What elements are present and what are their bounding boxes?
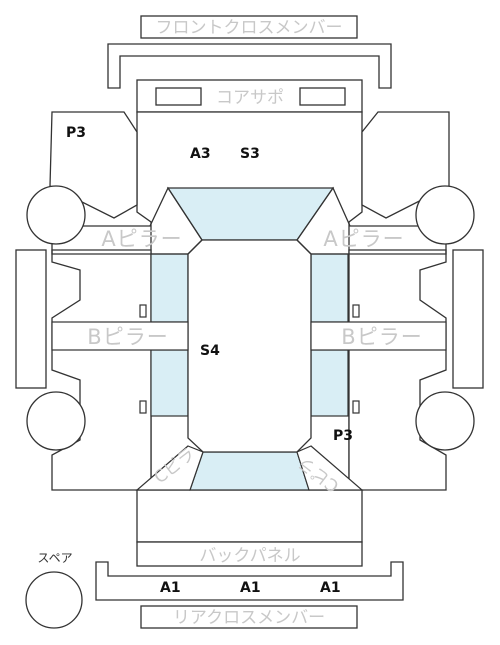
mark-a1-right: A1 bbox=[320, 580, 341, 596]
door-handle-right-front bbox=[352, 304, 360, 318]
core-support-label: コアサポ bbox=[216, 88, 284, 108]
left-rear-window bbox=[150, 349, 189, 417]
mark-p3-front-left: P3 bbox=[66, 125, 86, 141]
rear-right-wheel bbox=[415, 391, 475, 451]
c-pillar-left-shape bbox=[135, 445, 204, 491]
mark-p3-rear-right: P3 bbox=[333, 428, 353, 444]
rear-left-wheel bbox=[26, 391, 86, 451]
b-pillar-right-bar bbox=[310, 321, 447, 351]
mark-s4: S4 bbox=[200, 343, 220, 359]
front-bumper-frame bbox=[107, 43, 392, 89]
front-right-wheel bbox=[415, 185, 475, 245]
mark-a1-center: A1 bbox=[240, 580, 261, 596]
core-support-left-slot bbox=[155, 87, 202, 106]
a-pillar-right-label: Aピラー bbox=[323, 227, 404, 251]
left-door-panel bbox=[15, 249, 47, 389]
left-front-window bbox=[150, 253, 189, 323]
front-left-wheel bbox=[26, 185, 86, 245]
door-handle-left-front bbox=[139, 304, 147, 318]
rear-cross-member-box bbox=[140, 605, 358, 629]
right-rear-window bbox=[310, 349, 349, 417]
front-cross-member-box bbox=[140, 15, 358, 39]
a-pillar-left-shape bbox=[51, 186, 203, 255]
b-pillar-right-label: Bピラー bbox=[341, 325, 422, 349]
right-side-body bbox=[348, 249, 447, 491]
mark-s3: S3 bbox=[240, 146, 260, 162]
rear-cross-member-label: リアクロスメンバー bbox=[173, 608, 325, 628]
rear-body-box bbox=[136, 489, 363, 543]
core-support-box bbox=[136, 79, 363, 113]
b-pillar-left-label: Bピラー bbox=[87, 325, 168, 349]
rear-window bbox=[189, 451, 310, 491]
b-pillar-left-bar bbox=[51, 321, 189, 351]
a-pillar-left-label: Aピラー bbox=[101, 227, 182, 251]
right-door-panel bbox=[452, 249, 484, 389]
left-side-body bbox=[51, 249, 152, 491]
rear-bumper-frame bbox=[95, 561, 404, 601]
door-handle-right-rear bbox=[352, 400, 360, 414]
back-panel-label: バックパネル bbox=[199, 546, 300, 566]
c-pillar-right-shape bbox=[296, 445, 364, 491]
door-handle-left-rear bbox=[139, 400, 147, 414]
spare-tire bbox=[25, 571, 83, 629]
front-cross-member-label: フロントクロスメンバー bbox=[156, 18, 343, 38]
core-support-right-slot bbox=[299, 87, 346, 106]
right-front-window bbox=[310, 253, 349, 323]
mark-a1-left: A1 bbox=[160, 580, 181, 596]
a-pillar-right-shape bbox=[296, 186, 447, 255]
back-panel-box bbox=[136, 541, 363, 567]
mark-a3: A3 bbox=[190, 146, 211, 162]
spare-label: スペア bbox=[37, 551, 72, 565]
